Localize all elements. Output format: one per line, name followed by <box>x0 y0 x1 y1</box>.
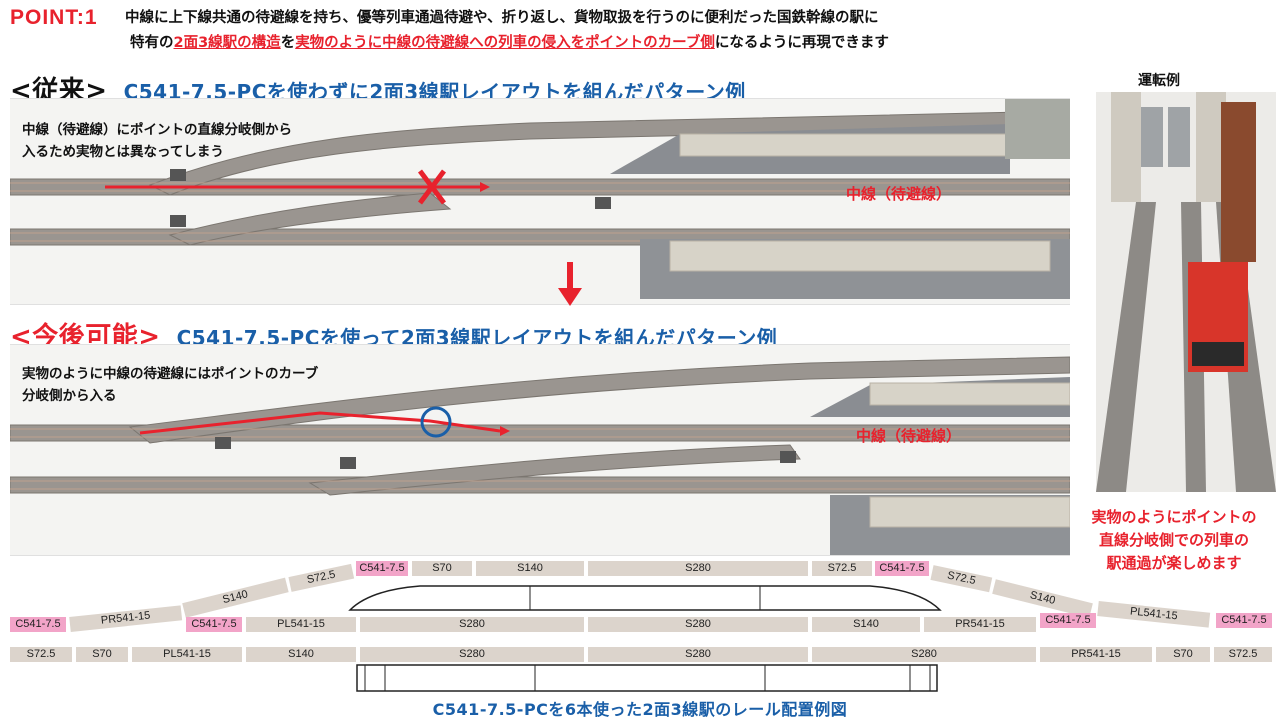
photo-freight-cars <box>1221 102 1256 262</box>
switch-machine-2 <box>340 457 356 469</box>
layout-photo-before: 中線（待避線）にポイントの直線分岐側から 入るため実物とは異なってしまう 中線（… <box>10 98 1070 305</box>
seg-b5: S280 <box>360 647 584 662</box>
after-track-label: 中線（待避線） <box>856 427 962 445</box>
seg-m3: S280 <box>360 617 584 632</box>
seg-b2: S70 <box>76 647 128 662</box>
photo-train-2 <box>1168 107 1190 167</box>
seg-m4: S280 <box>588 617 808 632</box>
intro-line-2: 特有の2面3線駅の構造を実物のように中線の待避線への列車の侵入をポイントのカーブ… <box>130 35 889 51</box>
seg-t3: S140 <box>476 561 584 576</box>
photo-note: 実物のようにポイントの 直線分岐側での列車の 駅通過が楽しめます <box>1091 508 1257 572</box>
platform-outline-upper <box>348 585 942 611</box>
seg-b4: S140 <box>246 647 356 662</box>
track-main-lower <box>10 476 1070 494</box>
point-label: POINT:1 <box>10 6 98 29</box>
seg-m2: PL541-15 <box>246 617 356 632</box>
curve-branch-circle <box>420 406 452 438</box>
switch-machine-2 <box>170 215 186 227</box>
seg-b8: PR541-15 <box>1040 647 1152 662</box>
seg-l2: S140 <box>182 577 289 618</box>
seg-r3: C541-7.5 <box>1216 613 1272 628</box>
photo-train-1 <box>1141 107 1163 167</box>
seg-b10: S72.5 <box>1214 647 1272 662</box>
photo-caption: 運転例 <box>1138 73 1180 89</box>
highlight-curve-side: 実物のように中線の待避線への列車の侵入をポイントのカーブ側 <box>295 35 715 51</box>
seg-r2: PL541-15 <box>1097 601 1211 628</box>
seg-t2: S70 <box>412 561 472 576</box>
down-arrow-icon <box>558 262 582 306</box>
highlight-structure: 2面3線駅の構造 <box>173 35 281 51</box>
layout-photo-after: 実物のように中線の待避線にはポイントのカーブ 分岐側から入る 中線（待避線） <box>10 344 1070 556</box>
switch-machine-1 <box>215 437 231 449</box>
seg-l4: C541-7.5 <box>10 617 66 632</box>
switch-machine-1 <box>170 169 186 181</box>
rail-diagram: C541-7.5 S70 S140 S280 S72.5 C541-7.5 S7… <box>0 555 1280 695</box>
after-note: 実物のように中線の待避線にはポイントのカーブ 分岐側から入る <box>22 366 319 404</box>
track-upper-curve <box>128 356 1070 444</box>
intro-line-1: 中線に上下線共通の待避線を持ち、優等列車通過待避や、折り返し、貨物取扱を行うのに… <box>125 10 879 26</box>
intro-text: 中線に上下線共通の待避線を持ち、優等列車通過待避や、折り返し、貨物取扱を行うのに… <box>125 6 1135 56</box>
track-crossover <box>308 444 801 496</box>
seg-m6: PR541-15 <box>924 617 1036 632</box>
seg-t1: C541-7.5 <box>356 561 408 576</box>
seg-t5: S72.5 <box>812 561 872 576</box>
seg-m5: S140 <box>812 617 920 632</box>
track-layout-after <box>10 356 1070 555</box>
seg-b7: S280 <box>812 647 1036 662</box>
route-arrow-after <box>139 411 501 435</box>
seg-b1: S72.5 <box>10 647 72 662</box>
diagram-caption: C541-7.5-PCを6本使った2面3線駅のレール配置例図 <box>432 700 848 719</box>
seg-t4: S280 <box>588 561 808 576</box>
seg-m1: C541-7.5 <box>186 617 242 632</box>
seg-b6: S280 <box>588 647 808 662</box>
seg-b3: PL541-15 <box>132 647 242 662</box>
seg-b9: S70 <box>1156 647 1210 662</box>
seg-m7: C541-7.5 <box>1040 613 1096 628</box>
operation-photo <box>1096 92 1276 492</box>
seg-t6: C541-7.5 <box>875 561 929 576</box>
track-layout-before <box>10 99 1070 299</box>
track-crossover <box>168 192 452 246</box>
station-building <box>1005 99 1070 159</box>
before-track-label: 中線（待避線） <box>846 185 952 203</box>
photo-track-left <box>1096 202 1156 492</box>
switch-machine-3 <box>780 451 796 463</box>
x-mark <box>418 169 446 205</box>
before-note: 中線（待避線）にポイントの直線分岐側から 入るため実物とは異なってしまう <box>22 122 292 160</box>
platform-outline-lower <box>356 664 938 692</box>
switch-machine-3 <box>595 197 611 209</box>
photo-platform-left <box>1111 92 1141 202</box>
seg-l3: PR541-15 <box>69 605 183 632</box>
